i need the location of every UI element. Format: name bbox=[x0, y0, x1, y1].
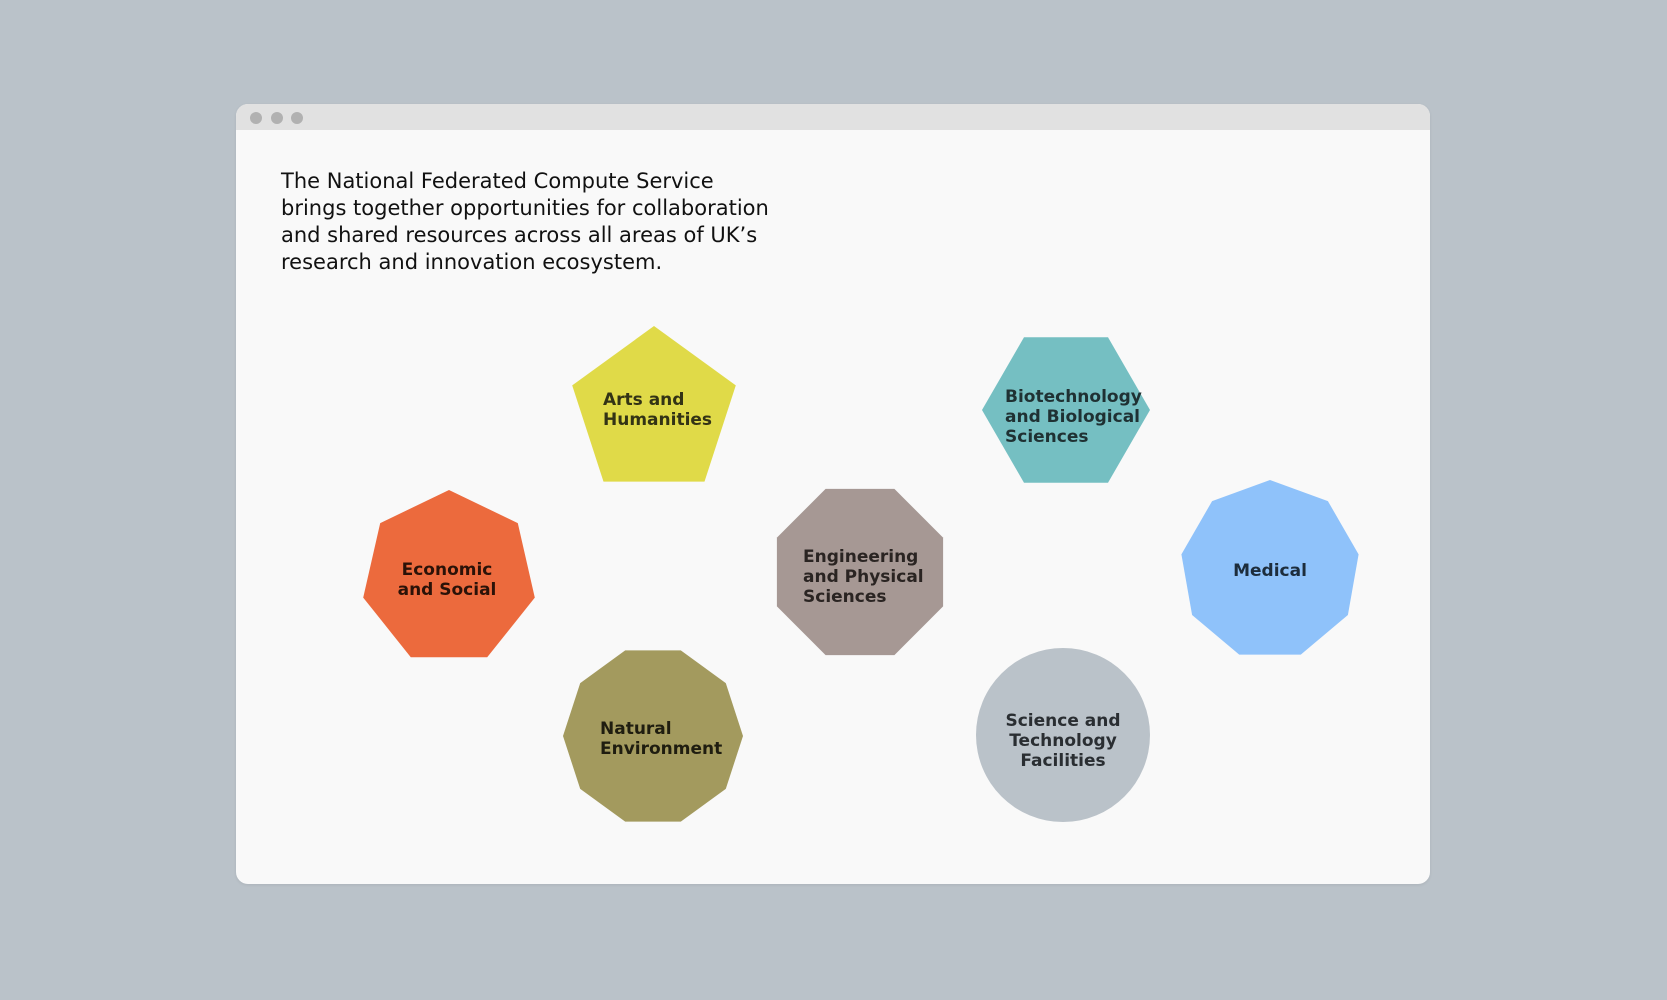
council-label-line: Sciences bbox=[803, 587, 887, 607]
council-label-line: Science and bbox=[1005, 711, 1120, 731]
council-label: Medical bbox=[1233, 561, 1307, 581]
window-control-dot[interactable] bbox=[291, 112, 303, 124]
council-label-line: Sciences bbox=[1005, 427, 1089, 447]
council-label-line: Natural bbox=[600, 719, 672, 739]
nonagon-shape bbox=[1181, 480, 1359, 655]
intro-line: brings together opportunities for collab… bbox=[281, 196, 769, 220]
pentagon-shape bbox=[572, 326, 736, 482]
council-shape-medical: Medical bbox=[1181, 480, 1359, 655]
circle-shape bbox=[976, 648, 1150, 822]
window-control-dot[interactable] bbox=[271, 112, 283, 124]
council-label-line: Biotechnology bbox=[1005, 387, 1142, 407]
window-titlebar bbox=[236, 104, 1430, 130]
council-label-line: and Physical bbox=[803, 567, 924, 587]
council-label-line: Facilities bbox=[1020, 751, 1105, 771]
council-label-line: Environment bbox=[600, 739, 722, 759]
council-label-line: Humanities bbox=[603, 410, 712, 430]
decagon-shape bbox=[563, 650, 743, 822]
council-label-line: Arts and bbox=[603, 390, 684, 410]
heptagon-shape bbox=[363, 490, 535, 658]
council-label-line: Technology bbox=[1009, 731, 1117, 751]
intro-line: research and innovation ecosystem. bbox=[281, 250, 663, 274]
window-control-dot[interactable] bbox=[250, 112, 262, 124]
hexagon-shape bbox=[982, 337, 1150, 483]
council-label-line: Engineering bbox=[803, 547, 918, 567]
intro-text: The National Federated Compute Service b… bbox=[281, 168, 801, 276]
council-label-line: Medical bbox=[1233, 561, 1307, 581]
intro-line: The National Federated Compute Service bbox=[281, 169, 714, 193]
council-label-line: Economic bbox=[402, 560, 493, 580]
browser-window: The National Federated Compute Service b… bbox=[236, 104, 1430, 884]
council-label-line: and Social bbox=[398, 580, 497, 600]
octagon-shape bbox=[776, 488, 944, 656]
intro-line: and shared resources across all areas of… bbox=[281, 223, 758, 247]
council-label-line: and Biological bbox=[1005, 407, 1140, 427]
